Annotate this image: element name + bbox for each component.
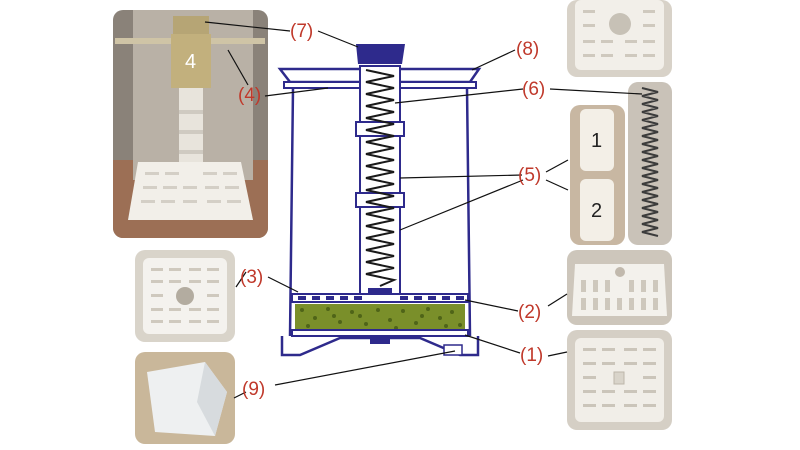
leader-9b xyxy=(233,391,247,399)
leader-6b xyxy=(549,88,643,95)
label-4: (4) xyxy=(238,85,262,106)
leader-3b xyxy=(267,276,299,293)
leader-4b xyxy=(264,87,329,97)
tube-number-top: 1 xyxy=(591,130,602,152)
leader-3 xyxy=(235,271,247,288)
leader-7b xyxy=(317,30,359,48)
leader-2b xyxy=(547,293,568,307)
spring-seat xyxy=(368,288,392,296)
leader-5d xyxy=(545,179,569,191)
leader-8 xyxy=(471,49,516,71)
cap-knob xyxy=(356,44,405,64)
photo-stem-assembly: 4 xyxy=(113,10,268,238)
label-9: (9) xyxy=(242,379,266,400)
outlet-notch xyxy=(443,344,463,356)
label-3: (3) xyxy=(240,267,264,288)
leader-4 xyxy=(227,49,249,86)
leader-7 xyxy=(204,21,291,32)
label-6: (6) xyxy=(522,79,546,100)
photo-round-hole-plate xyxy=(135,250,235,342)
upper-perforated-plate xyxy=(291,293,469,303)
upper-plate-slots xyxy=(298,296,464,300)
leader-9 xyxy=(274,350,456,386)
leader-5c xyxy=(545,159,569,173)
spring xyxy=(365,69,398,287)
lower-perforated-plate xyxy=(291,329,469,337)
label-1: (1) xyxy=(520,345,544,366)
photo-spring xyxy=(628,82,672,245)
leader-6 xyxy=(394,88,524,104)
base-plug xyxy=(370,337,390,344)
tube-number-bottom: 2 xyxy=(591,200,602,222)
photo-tubes: 1 2 xyxy=(570,105,625,245)
leader-5a xyxy=(399,174,523,179)
stem-number: 4 xyxy=(185,51,196,73)
leader-1b xyxy=(547,351,568,357)
photo-outlet-cap xyxy=(135,352,235,444)
label-2: (2) xyxy=(518,302,542,323)
photo-square-plate xyxy=(567,250,672,325)
leader-2 xyxy=(464,299,519,312)
filter-media xyxy=(295,304,465,330)
label-8: (8) xyxy=(516,39,540,60)
leader-1 xyxy=(464,334,521,354)
photo-top-plate xyxy=(567,0,672,77)
label-5: (5) xyxy=(518,165,542,186)
leader-5b xyxy=(399,179,524,231)
label-7: (7) xyxy=(290,21,314,42)
photo-bottom-plate xyxy=(567,330,672,430)
